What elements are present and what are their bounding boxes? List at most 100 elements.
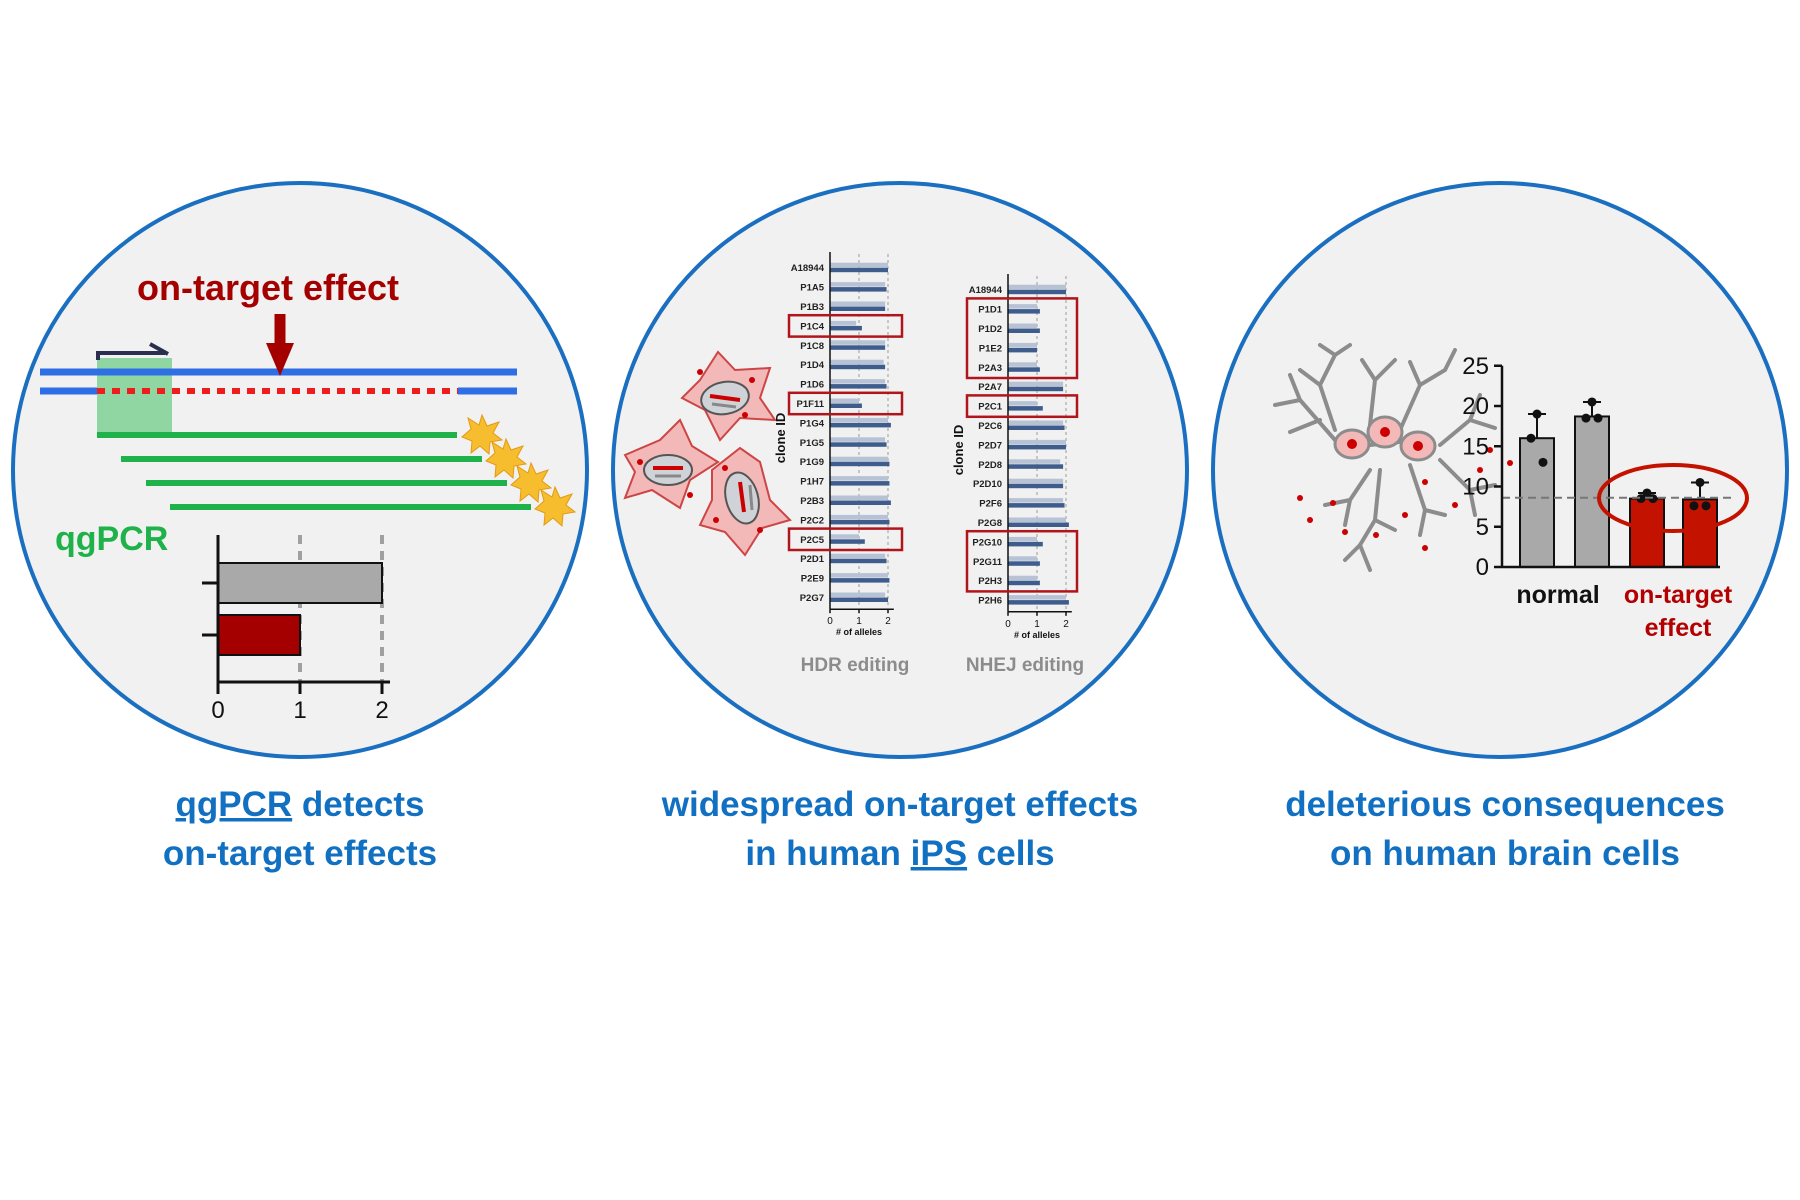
x-tick-label: 1 <box>856 616 862 627</box>
x-axis-label: # of alleles <box>1014 630 1060 640</box>
bar <box>217 614 301 656</box>
clone-label: P2A7 <box>978 382 1002 393</box>
clone-label: P2D1 <box>800 554 824 565</box>
clone-label: P1E2 <box>979 343 1002 354</box>
bar-allele-b <box>830 461 890 467</box>
bar-allele-b <box>830 442 887 447</box>
data-point <box>1538 457 1548 467</box>
data-point <box>1526 433 1536 443</box>
clone-label: P2G8 <box>978 518 1002 529</box>
bar-allele-a <box>830 553 886 559</box>
clone-label: P1D4 <box>800 360 824 371</box>
panel-ips-cells: A18944P1A5P1B3P1C4P1C8P1D4P1D6P1F11P1G4P… <box>611 181 1189 759</box>
highlight-box <box>965 297 1079 380</box>
x-tick-label: 1 <box>1034 619 1040 630</box>
bar-allele-b <box>1008 289 1066 295</box>
bar-allele-a <box>1008 401 1037 406</box>
ips-cell <box>680 350 777 442</box>
hdr-editing-label: HDR editing <box>801 655 910 676</box>
primer-arrow-head <box>149 342 169 356</box>
clone-label: P1H7 <box>800 477 824 488</box>
bar-allele-a <box>1008 575 1037 581</box>
group-label-normal: normal <box>1516 581 1599 609</box>
caption-detects: detects <box>292 785 424 824</box>
data-point <box>1701 501 1711 511</box>
clone-label: P1G4 <box>800 418 825 429</box>
x-tick-label: 0 <box>827 616 833 627</box>
bar-allele-b <box>830 539 865 544</box>
clone-label: P2D10 <box>973 479 1002 490</box>
data-point <box>1587 397 1597 407</box>
bar-allele-b <box>1008 561 1040 566</box>
bar-allele-b <box>1008 386 1064 392</box>
bar-allele-b <box>830 306 886 311</box>
bar-allele-b <box>830 403 862 408</box>
ips-cell <box>698 446 792 557</box>
caption-panel2-line1: widespread on-target effects <box>661 785 1139 824</box>
bar-allele-a <box>830 282 886 287</box>
bar-allele-b <box>1008 541 1043 547</box>
bar-allele-b <box>830 325 862 331</box>
bar-allele-b <box>1008 406 1043 411</box>
clone-label: P1D6 <box>800 380 824 391</box>
bar-allele-a <box>830 340 886 345</box>
secreted-dots <box>1297 447 1513 551</box>
clone-label: P2D7 <box>978 440 1002 451</box>
caption-panel1-line2: on-target effects <box>163 834 437 873</box>
data-point <box>1593 413 1603 423</box>
bar <box>1519 437 1555 569</box>
data-point <box>1642 488 1652 498</box>
bar-allele-b <box>830 578 890 583</box>
caption-panel1-line1: qgPCR detects <box>176 785 425 824</box>
data-point <box>1581 413 1591 423</box>
bar-allele-a <box>830 456 888 462</box>
probe-star-icon <box>510 461 553 504</box>
probe-star-icon <box>485 437 528 480</box>
neuron-bodies <box>1333 415 1437 462</box>
y-tick-label: 15 <box>1462 433 1489 460</box>
probe-star-icon <box>461 413 504 456</box>
clone-label: A18944 <box>969 285 1003 296</box>
data-point <box>1636 494 1646 504</box>
clone-axis-label-nhej: clone ID <box>951 425 966 476</box>
bar-allele-a <box>1008 342 1037 348</box>
probe-star-icon <box>534 485 577 528</box>
panel1-circle <box>11 181 589 759</box>
bar-allele-b <box>830 422 891 428</box>
bar-allele-b <box>830 364 886 370</box>
caption-cells: cells <box>967 834 1055 873</box>
bar-allele-a <box>830 437 886 442</box>
bar-allele-a <box>830 359 884 365</box>
bar-allele-b <box>1008 444 1066 450</box>
bar-allele-a <box>1008 556 1037 561</box>
bar-allele-a <box>830 320 857 326</box>
caption-ips-word: iPS <box>911 834 967 873</box>
bar-allele-a <box>830 495 888 500</box>
bar-allele-a <box>830 301 886 306</box>
clone-label: P2C5 <box>800 535 824 546</box>
bar <box>1574 415 1610 568</box>
clone-label: P2B3 <box>800 496 824 507</box>
group-label-effect-line1: on-target <box>1624 581 1733 609</box>
caption-qgpcr-word: qgPCR <box>176 785 293 824</box>
x-tick-label: 2 <box>1063 619 1069 630</box>
clone-label: P2C2 <box>800 515 824 526</box>
bar-allele-a <box>1008 517 1066 522</box>
on-target-title: on-target effect <box>137 267 399 308</box>
bar-allele-b <box>830 345 886 350</box>
bar-allele-a <box>830 592 886 597</box>
bar-allele-a <box>1008 595 1066 600</box>
highlight-box <box>787 527 904 552</box>
bar-allele-a <box>1008 304 1037 309</box>
bar-allele-b <box>1008 522 1069 527</box>
highlight-box <box>965 529 1079 593</box>
x-tick-label: 1 <box>293 697 306 724</box>
bar <box>217 562 383 604</box>
clone-label: P1C8 <box>800 341 824 352</box>
nhej-allele-chart: A18944P1D1P1D2P1E2P2A3P2A7P2C1P2C6P2D7P2… <box>965 274 1079 640</box>
bar-allele-b <box>830 384 887 389</box>
highlight-ellipse <box>1597 463 1749 533</box>
bar-allele-b <box>830 287 887 292</box>
x-tick-label: 0 <box>1005 619 1011 630</box>
